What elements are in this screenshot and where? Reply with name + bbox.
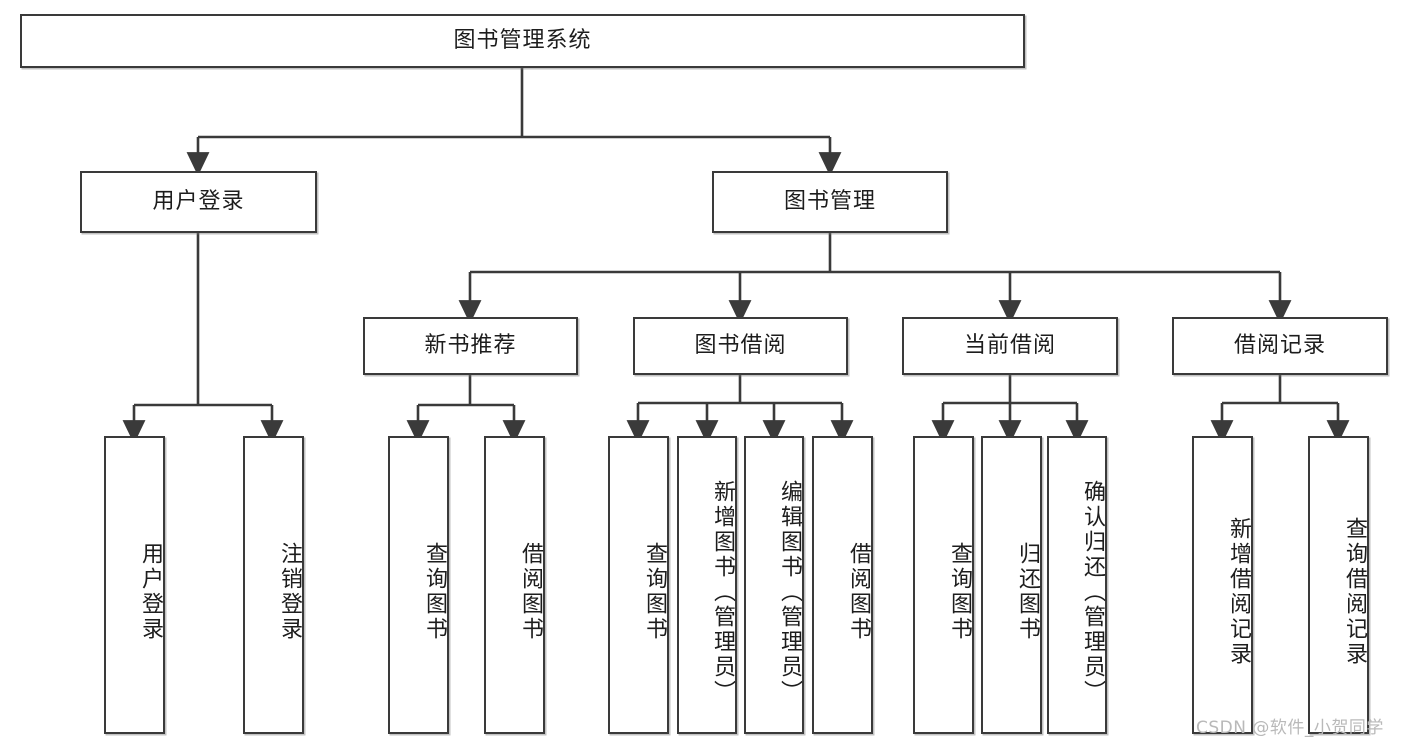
leaf-borrow-add-book-label: 新增图书（管理员） [710,479,735,705]
leaf-record-query-record[interactable]: 查询借阅记录 [1308,436,1369,734]
leaf-borrow-query-book-label: 查询图书 [642,542,667,642]
node-book-borrow[interactable]: 图书借阅 [633,317,848,375]
leaf-recommend-borrow-book[interactable]: 借阅图书 [484,436,545,734]
node-root-system[interactable]: 图书管理系统 [20,14,1025,68]
node-user-login[interactable]: 用户登录 [80,171,317,233]
leaf-borrow-borrow-book-label: 借阅图书 [846,542,871,642]
leaf-user-login-login[interactable]: 用户登录 [104,436,165,734]
leaf-current-query-book[interactable]: 查询图书 [913,436,974,734]
leaf-current-confirm-return[interactable]: 确认归还（管理员） [1047,436,1107,734]
node-current-borrow-label: 当前借阅 [963,332,1056,358]
leaf-user-login-logout-label: 注销登录 [277,542,302,642]
node-new-book-recommend[interactable]: 新书推荐 [363,317,578,375]
leaf-current-return-book[interactable]: 归还图书 [981,436,1042,734]
node-current-borrow[interactable]: 当前借阅 [902,317,1118,375]
leaf-record-query-record-label: 查询借阅记录 [1342,517,1367,667]
leaf-recommend-query-book-label: 查询图书 [422,542,447,642]
leaf-current-confirm-return-label: 确认归还（管理员） [1080,479,1105,705]
node-root-system-label: 图书管理系统 [453,27,592,53]
node-user-login-label: 用户登录 [152,188,245,214]
leaf-recommend-query-book[interactable]: 查询图书 [388,436,449,734]
leaf-record-add-record-label: 新增借阅记录 [1226,517,1251,667]
node-book-borrow-label: 图书借阅 [694,332,787,358]
leaf-borrow-edit-book[interactable]: 编辑图书（管理员） [744,436,804,734]
leaf-borrow-edit-book-label: 编辑图书（管理员） [777,479,802,705]
leaf-record-add-record[interactable]: 新增借阅记录 [1192,436,1253,734]
leaf-borrow-query-book[interactable]: 查询图书 [608,436,669,734]
leaf-recommend-borrow-book-label: 借阅图书 [518,542,543,642]
node-borrow-record-label: 借阅记录 [1233,332,1326,358]
node-book-management[interactable]: 图书管理 [712,171,948,233]
leaf-borrow-borrow-book[interactable]: 借阅图书 [812,436,873,734]
leaf-user-login-logout[interactable]: 注销登录 [243,436,304,734]
leaf-current-query-book-label: 查询图书 [947,542,972,642]
node-new-book-recommend-label: 新书推荐 [424,332,517,358]
node-borrow-record[interactable]: 借阅记录 [1172,317,1388,375]
leaf-user-login-login-label: 用户登录 [138,542,163,642]
leaf-current-return-book-label: 归还图书 [1015,542,1040,642]
node-book-management-label: 图书管理 [783,188,876,214]
csdn-watermark: CSDN @软件_小贺同学 [1196,718,1384,738]
leaf-borrow-add-book[interactable]: 新增图书（管理员） [677,436,737,734]
